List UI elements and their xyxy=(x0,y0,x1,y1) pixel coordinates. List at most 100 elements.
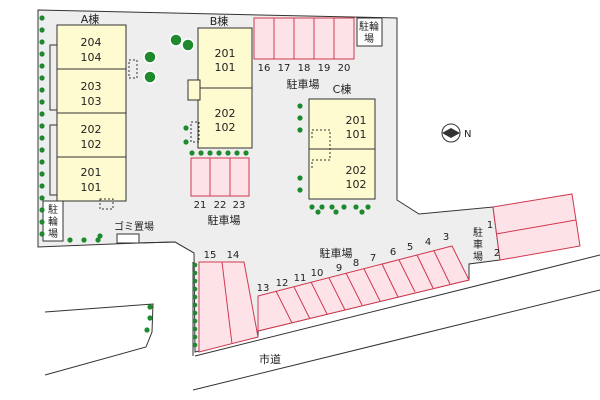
unit-c-102: 102 xyxy=(346,178,367,191)
shrub-icon xyxy=(143,70,157,84)
tree-icon xyxy=(207,150,213,156)
parking-mid-label: 駐車場 xyxy=(208,213,241,227)
unit-b-202: 202 xyxy=(215,107,236,120)
tree-icon xyxy=(39,207,45,213)
stall-3: 3 xyxy=(443,232,449,243)
tree-icon xyxy=(341,204,347,210)
unit-b-102: 102 xyxy=(215,121,236,134)
stall-19: 19 xyxy=(318,63,331,74)
tree-icon xyxy=(39,171,45,177)
tree-icon xyxy=(297,187,303,193)
unit-a-103: 103 xyxy=(81,95,102,108)
building-a-label: A棟 xyxy=(81,12,100,26)
tree-icon xyxy=(192,278,198,284)
parking-area-mid: 21 22 23 駐車場 xyxy=(190,157,250,227)
stall-2: 2 xyxy=(494,248,500,259)
tree-icon xyxy=(329,204,335,210)
unit-a-202: 202 xyxy=(81,123,102,136)
north-arrow-icon: N xyxy=(441,123,471,143)
tree-icon xyxy=(309,204,315,210)
tree-icon xyxy=(39,75,45,81)
unit-a-102: 102 xyxy=(81,138,102,151)
tree-icon xyxy=(39,51,45,57)
tree-icon xyxy=(39,27,45,33)
tree-icon xyxy=(216,150,222,156)
tree-icon xyxy=(315,209,321,215)
tree-icon xyxy=(192,262,198,268)
parking-east-line3: 場 xyxy=(473,250,483,263)
unit-a-104: 104 xyxy=(81,51,102,64)
unit-c-101: 101 xyxy=(346,128,367,141)
unit-b-101: 101 xyxy=(215,61,236,74)
tree-icon xyxy=(319,204,325,210)
stall-16: 16 xyxy=(258,63,271,74)
tree-icon xyxy=(234,150,240,156)
tree-icon xyxy=(39,123,45,129)
tree-icon xyxy=(39,87,45,93)
garbage-label: ゴミ置場 xyxy=(114,220,154,233)
unit-c-202: 202 xyxy=(346,164,367,177)
parking-top-label: 駐車場 xyxy=(287,77,320,91)
tree-icon xyxy=(147,304,153,310)
road-label: 市道 xyxy=(259,352,281,366)
tree-icon xyxy=(39,111,45,117)
stall-4: 4 xyxy=(425,237,431,248)
tree-icon xyxy=(192,310,198,316)
stall-7: 7 xyxy=(370,253,376,264)
unit-b-201: 201 xyxy=(215,47,236,60)
parking-east-line1: 駐 xyxy=(473,226,483,239)
tree-icon xyxy=(39,195,45,201)
stall-6: 6 xyxy=(390,247,396,258)
tree-icon xyxy=(297,127,303,133)
unit-a-101: 101 xyxy=(81,181,102,194)
tree-icon xyxy=(333,209,339,215)
tree-icon xyxy=(359,209,365,215)
building-b-label: B棟 xyxy=(210,14,229,28)
parking-area-east: 1 2 駐 車 場 xyxy=(473,193,581,263)
parking-south-label: 駐車場 xyxy=(320,246,353,260)
tree-icon xyxy=(297,115,303,121)
tree-icon xyxy=(353,204,359,210)
bike-parking-top-line1: 駐輪 xyxy=(359,20,379,33)
bike-parking-left-line3: 場 xyxy=(48,227,58,240)
tree-icon xyxy=(39,231,45,237)
stall-10: 10 xyxy=(311,268,324,279)
tree-icon xyxy=(67,237,73,243)
tree-icon xyxy=(192,270,198,276)
tree-icon xyxy=(192,342,198,348)
tree-icon xyxy=(39,39,45,45)
garbage-station: ゴミ置場 xyxy=(114,220,154,244)
tree-icon xyxy=(39,147,45,153)
stall-1: 1 xyxy=(487,220,493,231)
tree-icon xyxy=(144,327,150,333)
tree-icon xyxy=(183,139,189,145)
road: 市道 xyxy=(44,241,600,391)
tree-icon xyxy=(97,233,103,239)
tree-icon xyxy=(243,150,249,156)
tree-icon xyxy=(81,237,87,243)
tree-icon xyxy=(365,204,371,210)
unit-a-201: 201 xyxy=(81,166,102,179)
tree-icon xyxy=(39,63,45,69)
stall-13: 13 xyxy=(257,283,270,294)
shrub-icon xyxy=(143,50,157,64)
shrub-icon xyxy=(169,33,183,47)
stall-15: 15 xyxy=(204,250,217,261)
stall-18: 18 xyxy=(298,63,311,74)
tree-icon xyxy=(198,150,204,156)
parking-east-line2: 車 xyxy=(473,238,483,251)
tree-icon xyxy=(95,237,101,243)
building-a: A棟 204 104 203 103 202 102 201 101 xyxy=(49,12,138,210)
unit-c-201: 201 xyxy=(346,114,367,127)
tree-icon xyxy=(39,159,45,165)
stall-12: 12 xyxy=(276,278,289,289)
building-c: C棟 201 101 202 102 xyxy=(308,82,376,200)
parking-area-top: 16 17 18 19 20 駐車場 xyxy=(253,17,355,91)
tree-icon xyxy=(189,150,195,156)
shrub-icon xyxy=(181,38,195,52)
bike-parking-top-line2: 場 xyxy=(364,32,374,45)
tree-icon xyxy=(39,219,45,225)
tree-icon xyxy=(225,150,231,156)
tree-icon xyxy=(39,99,45,105)
tree-icon xyxy=(39,15,45,21)
